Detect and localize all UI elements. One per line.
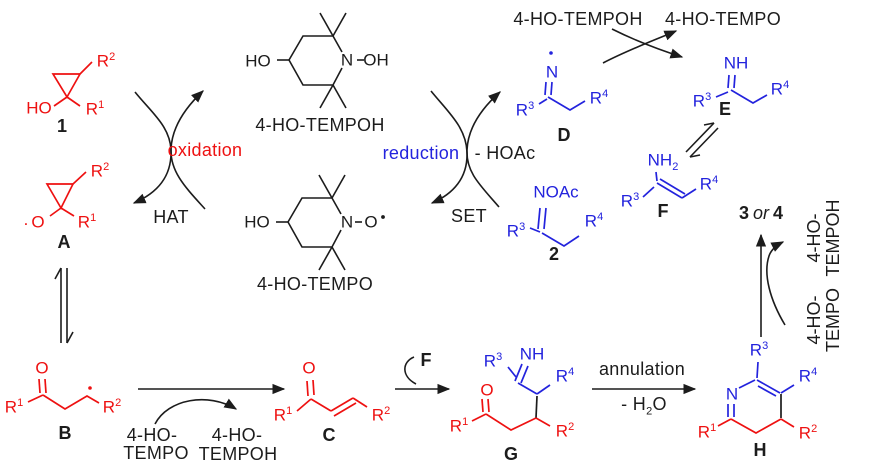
A-B-equilibrium-arrows (54, 267, 74, 344)
tempo-o-label: O (364, 212, 378, 232)
sF-nh2-label: NH2 (647, 150, 679, 173)
sE-nh-label: NH (723, 53, 749, 73)
tempoh-ho-label: HO (245, 51, 271, 71)
tempo-name-label: 4-HO-TEMPO (256, 274, 374, 294)
sF-r3-label: R3 (620, 190, 640, 211)
sG-nh-label: NH (519, 344, 545, 364)
sA-o-label: O (31, 212, 45, 232)
reduction-cycle-arrows (430, 90, 501, 208)
s2-r3-label: R3 (506, 220, 526, 241)
tempoh-n-label: N (340, 50, 354, 70)
s1-r1-label: R1 (85, 98, 105, 119)
structure-A-skeleton (45, 171, 87, 217)
s1-r2-label: R2 (96, 50, 116, 71)
sG-letter-label: G (503, 444, 519, 464)
sC-r2-label: R2 (371, 404, 391, 425)
sH-letter-label: H (753, 440, 767, 460)
f-reagent-label: F (420, 350, 432, 370)
s1-number-label: 1 (56, 116, 68, 136)
sF-r4-label: R4 (699, 173, 719, 194)
btc-tempoh-line1: 4-HO- (211, 425, 263, 445)
sG-r3-label: R3 (483, 350, 503, 371)
E-F-equilibrium-arrows (685, 122, 719, 158)
btc-tempo-line2: TEMPO (123, 443, 189, 463)
sH-r1-label: R1 (697, 421, 717, 442)
sD-r3-label: R3 (515, 99, 535, 120)
sE-r3-label: R3 (692, 90, 712, 111)
tempoh-name-label: 4-HO-TEMPOH (255, 115, 385, 135)
sH-n-label: N (725, 384, 739, 404)
structure-B-skeleton (27, 378, 100, 410)
sB-r2-label: R2 (102, 396, 122, 417)
tempoh-structure-skeleton (277, 12, 364, 109)
sC-letter-label: C (322, 425, 336, 445)
minus-hoac-label: - HOAc (474, 143, 536, 163)
structure-G-skeleton (471, 363, 551, 431)
btc-tempo-line1: 4-HO- (126, 425, 178, 445)
H-to-products-arrows (755, 233, 786, 337)
s2-r4-label: R4 (584, 210, 604, 231)
hat-label: HAT (153, 207, 189, 227)
sE-r4-label: R4 (770, 78, 790, 99)
sA-letter-label: A (57, 232, 71, 252)
sB-letter-label: B (58, 423, 72, 443)
s1-ho-label: HO (26, 98, 52, 118)
rotated-tempoh-label: 4-HO- TEMPOH (804, 199, 843, 277)
C-to-G-arrows (395, 356, 451, 395)
sG-r2-label: R2 (555, 420, 575, 441)
B-to-C-arrows (138, 383, 286, 425)
sG-r1-label: R1 (449, 415, 469, 436)
sA-radical-dot: · (23, 213, 29, 233)
structure-D-skeleton (538, 51, 586, 111)
structure-E-skeleton (715, 74, 768, 104)
topright-tempoh-label: 4-HO-TEMPOH (513, 9, 643, 29)
sD-r4-label: R4 (589, 87, 609, 108)
structure-C-skeleton (296, 379, 368, 417)
annulation-label: annulation (598, 359, 686, 379)
sF-letter-label: F (657, 201, 669, 221)
sC-r1-label: R1 (273, 404, 293, 425)
sA-r2-label: R2 (90, 160, 110, 181)
sH-r3-label: R3 (749, 339, 769, 360)
D-to-E-transfer-arrows (602, 28, 684, 64)
sB-r1-label: R1 (4, 396, 24, 417)
oxidation-label: oxidation (167, 140, 243, 160)
tempo-ho-label: HO (244, 212, 270, 232)
sB-o-label: O (35, 358, 49, 378)
structure-1-skeleton (51, 61, 93, 107)
reduction-label: reduction (382, 143, 460, 163)
tempoh-oh-label: OH (363, 50, 389, 70)
sE-letter-label: E (718, 99, 732, 119)
sD-n-label: N (545, 62, 559, 82)
sA-r1-label: R1 (77, 211, 97, 232)
sG-o-label: O (480, 380, 494, 400)
oxidation-cycle-arrows (132, 90, 206, 210)
tempo-n-label: N (340, 212, 354, 232)
sC-o-label: O (302, 358, 316, 378)
s2-number-label: 2 (548, 244, 560, 264)
sG-r4-label: R4 (555, 365, 575, 386)
sH-r4-label: R4 (798, 365, 818, 386)
sH-r2-label: R2 (798, 422, 818, 443)
sD-letter-label: D (557, 125, 571, 145)
topright-tempo-label: 4-HO-TEMPO (664, 9, 782, 29)
structure-2-skeleton (529, 207, 580, 248)
rotated-tempo-label: 4-HO- TEMPO (804, 287, 843, 353)
btc-tempoh-line2: TEMPOH (198, 444, 278, 464)
minus-h2o-label: - H2O (621, 394, 667, 418)
structure-F-skeleton (642, 171, 697, 199)
set-label: SET (451, 206, 487, 226)
tempo-structure-skeleton (276, 174, 385, 271)
s2-noac-label: NOAc (533, 182, 579, 202)
structure-H-skeleton (717, 361, 795, 434)
